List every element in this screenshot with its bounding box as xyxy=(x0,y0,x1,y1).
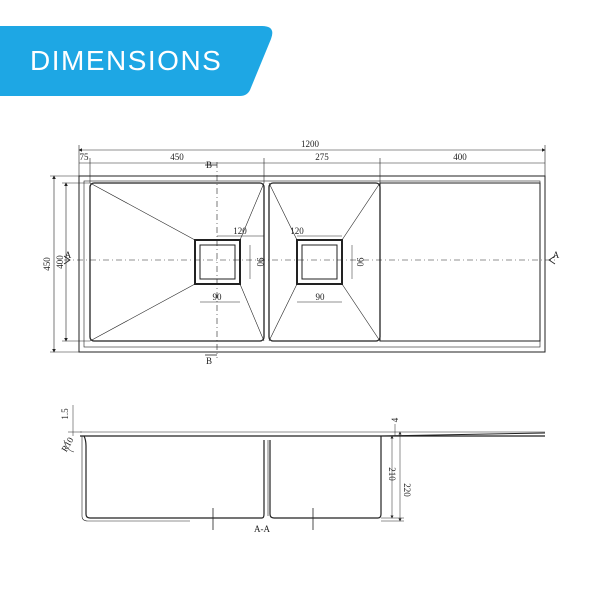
section-label: A-A xyxy=(254,524,270,534)
section-mark-a-left: A xyxy=(65,250,72,260)
sink-flange-inner xyxy=(83,180,541,348)
dim-drainer: 400 xyxy=(453,152,467,162)
section-mark-b-bottom: B xyxy=(206,356,212,366)
dim-waste-right-h: 90 xyxy=(355,258,365,268)
section-dim-top-gap: 4 xyxy=(390,417,400,422)
dim-bowl-left: 450 xyxy=(170,152,184,162)
drainer-board xyxy=(379,182,541,342)
section-dim-depth-outer: 220 xyxy=(402,483,412,497)
dim-waste-right-w: 90 xyxy=(316,292,326,302)
section-mark-b-top: B xyxy=(206,160,212,170)
dimensions-banner: DIMENSIONS xyxy=(0,26,276,96)
dim-total: 1200 xyxy=(301,139,320,149)
dim-outer-depth: 450 xyxy=(42,257,52,271)
section-right-bowl xyxy=(269,436,382,519)
dim-waste-left-w: 90 xyxy=(213,292,223,302)
section-left-bowl xyxy=(83,435,265,519)
right-waste-outlet xyxy=(296,239,343,285)
dim-waste-left-offset: 120 xyxy=(233,226,247,236)
section-mark-a-right: A xyxy=(553,250,560,260)
section-view xyxy=(63,405,546,530)
section-dim-radius: R10 xyxy=(59,435,75,453)
section-dim-depth-inner: 210 xyxy=(387,467,397,481)
dim-flange-left: 75 xyxy=(80,152,90,162)
left-waste-outlet xyxy=(194,239,241,285)
banner-shape xyxy=(0,26,273,96)
dim-inner-depth: 400 xyxy=(55,255,65,269)
plan-view xyxy=(50,145,556,358)
dim-bowl-right: 275 xyxy=(315,152,329,162)
dim-waste-left-h: 90 xyxy=(255,258,265,268)
sink-outline xyxy=(78,175,546,353)
section-dim-flange: 1.5 xyxy=(60,408,70,420)
banner-title: DIMENSIONS xyxy=(30,45,223,76)
section-drainer xyxy=(380,432,546,437)
dim-waste-right-offset: 120 xyxy=(290,226,304,236)
left-bowl xyxy=(89,182,265,342)
